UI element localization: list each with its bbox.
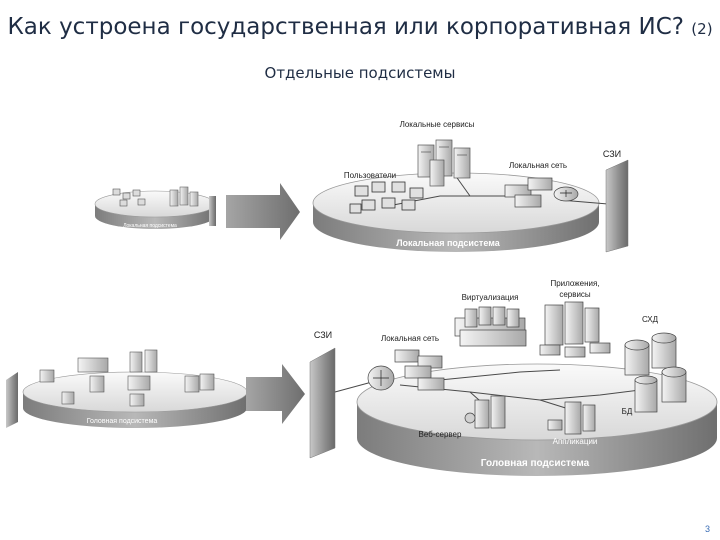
applications-servers: [547, 401, 596, 435]
apps-servers: [539, 301, 611, 358]
apps-label-line2: сервисы: [559, 290, 591, 299]
web-server: [464, 395, 506, 429]
mini-user-terminals: [112, 188, 146, 207]
applications-label: Аппликации: [553, 437, 598, 446]
top-network-devices: [504, 177, 579, 208]
web-server-label: Веб-сервер: [419, 430, 462, 439]
apps-label-line1: Приложения,: [550, 279, 599, 288]
title-main: Как устроена государственная или корпора…: [7, 14, 684, 40]
bottom-mini-platform: Головная подсистема: [22, 349, 248, 428]
top-user-workstations: [349, 181, 424, 214]
top-local-services-label: Локальные сервисы: [400, 120, 475, 129]
bottom-network-devices: [367, 349, 445, 391]
top-mini-platform: Локальная подсистема: [94, 186, 216, 229]
bottom-local-network-label: Локальная сеть: [381, 334, 439, 343]
bottom-arrow: [246, 364, 305, 424]
slide-subtitle: Отдельные подсистемы: [264, 64, 456, 82]
top-local-network-label: Локальная сеть: [509, 161, 567, 170]
bottom-platform-label: Головная подсистема: [481, 458, 590, 469]
bottom-szi-label: СЗИ: [314, 330, 332, 340]
bottom-main-platform: Головная подсистема: [356, 363, 718, 476]
top-szi-firewall: [605, 159, 629, 253]
bottom-mini-wall: [6, 372, 18, 428]
top-szi-label: СЗИ: [603, 149, 621, 159]
bottom-mini-platform-label: Головная подсистема: [87, 418, 158, 425]
mini-servers: [169, 186, 199, 207]
top-platform-label: Локальная подсистема: [396, 238, 501, 248]
top-arrow: [226, 183, 300, 240]
page-number: 3: [704, 524, 710, 534]
top-users-label: Пользователи: [344, 171, 396, 180]
db-label: БД: [622, 407, 633, 416]
top-mini-wall: [209, 196, 216, 226]
mini-head-devices: [39, 349, 215, 407]
bottom-szi-firewall: [309, 347, 336, 459]
skhd-label: СХД: [642, 315, 659, 324]
top-mini-platform-label: Локальная подсистема: [123, 223, 177, 229]
top-local-servers: [417, 139, 471, 187]
virtualization-label: Виртуализация: [462, 293, 519, 302]
slide-title: Как устроена государственная или корпора…: [0, 14, 720, 40]
virtualization-servers: [454, 306, 527, 347]
title-suffix: (2): [691, 20, 713, 38]
skhd-storage: [624, 332, 687, 413]
